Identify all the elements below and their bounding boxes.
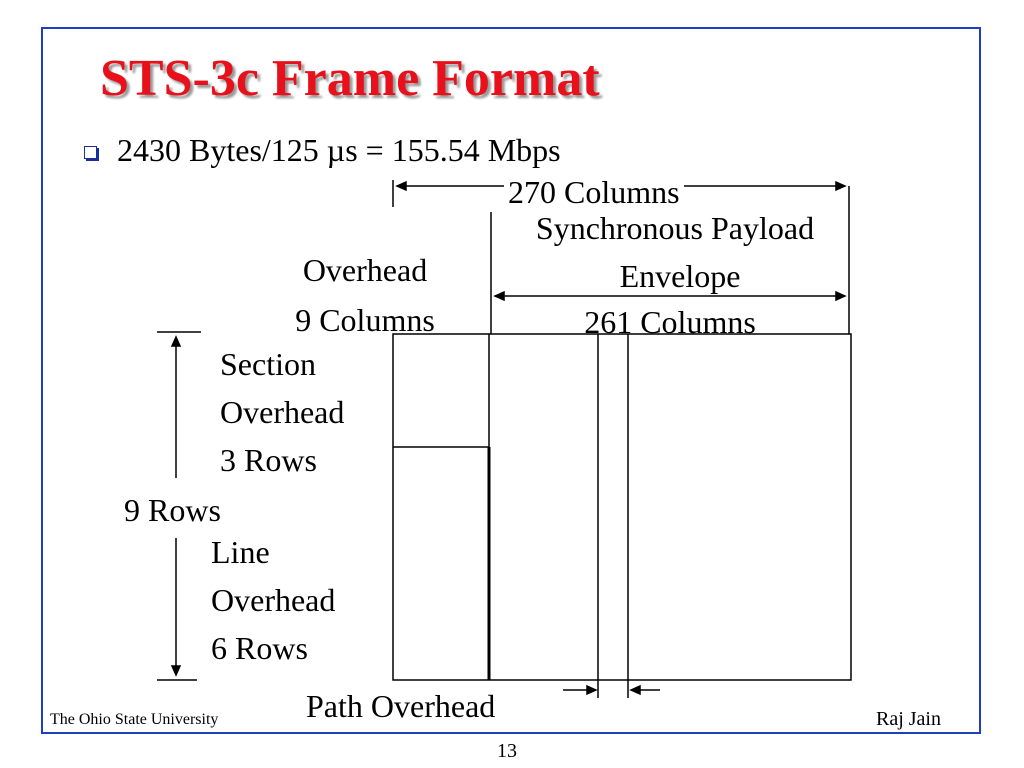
spe-columns-label: 261 Columns: [584, 304, 756, 340]
footer-institution: The Ohio State University: [50, 711, 219, 728]
section-overhead-label-line2: Overhead: [220, 394, 345, 430]
columns-270-arrowhead-right: [835, 180, 847, 192]
slide-frame: [41, 27, 981, 734]
page-number: 13: [497, 740, 517, 762]
columns-261-arrowhead-right: [835, 290, 847, 302]
spe-label-line2: Envelope: [619, 258, 741, 294]
slide-title: STS-3c Frame Format: [100, 50, 600, 107]
line-overhead-label-line2: Overhead: [211, 582, 336, 618]
bullet-square-icon: [84, 146, 97, 159]
line-overhead-label-line1: Line: [211, 534, 270, 570]
footer-author: Raj Jain: [876, 708, 941, 730]
bullet-text: 2430 Bytes/125 µs = 155.54 Mbps: [117, 132, 561, 168]
line-overhead-rows-label: 6 Rows: [211, 630, 308, 666]
spe-label-line1: Synchronous Payload: [535, 210, 815, 246]
path-overhead-arrowhead-left: [586, 684, 598, 696]
rows-arrowhead-bottom: [170, 665, 182, 677]
columns-270-arrowhead-left: [395, 180, 407, 192]
section-overhead-rows-label: 3 Rows: [220, 442, 317, 478]
total-rows-label: 9 Rows: [124, 492, 221, 528]
overhead-columns-label: 9 Columns: [295, 302, 435, 338]
frame-grid: [392, 333, 852, 681]
rows-arrowhead-top: [170, 335, 182, 347]
columns-261-arrowhead-left: [493, 290, 505, 302]
overhead-label-line1: Overhead: [302, 252, 428, 288]
path-overhead-label: Path Overhead: [306, 688, 496, 724]
path-overhead-arrowhead-right: [629, 684, 641, 696]
total-columns-label: 270 Columns: [504, 168, 684, 216]
section-overhead-label-line1: Section: [220, 346, 316, 382]
